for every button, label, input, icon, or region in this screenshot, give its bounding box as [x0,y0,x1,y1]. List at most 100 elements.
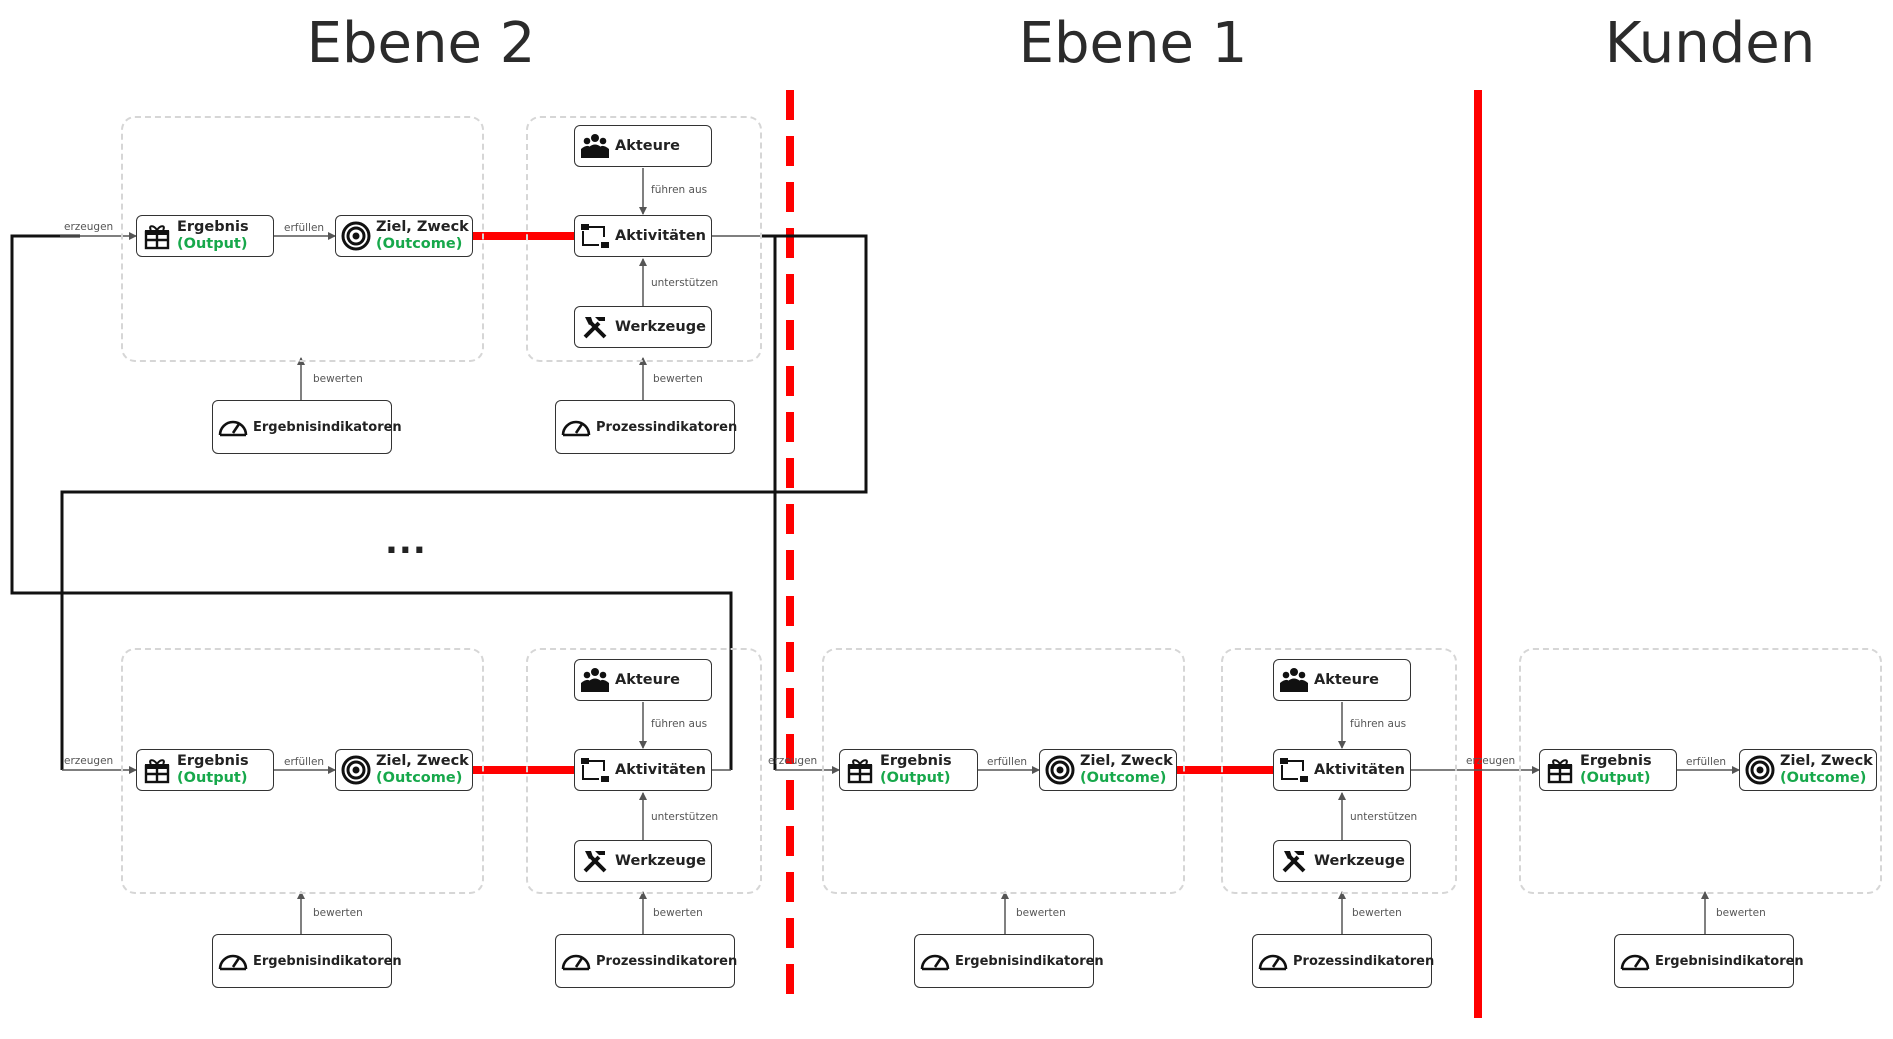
people-icon [1274,660,1314,700]
edge-label-unterstuetzen: unterstützen [651,811,719,823]
feedback-connectors [10,234,868,770]
edge-label-erzeugen: erzeugen [1466,755,1516,767]
gift-icon [840,750,880,790]
node-akteure-ebene1[interactable]: Akteure [1273,659,1411,701]
node-werkzeuge-ebene1[interactable]: Werkzeuge [1273,840,1411,882]
connector-loop-outer [10,234,733,770]
node-label: Prozessindikatoren [1293,953,1435,969]
node-label: Ziel, Zweck [376,219,469,235]
heading-ebene-1: Ebene 1 [1018,11,1248,76]
edge-label-unterstuetzen: unterstützen [651,277,719,289]
node-sublabel: (Outcome) [376,236,463,252]
tools-icon [1274,841,1314,881]
node-ergebnisindikatoren-bottom[interactable]: Ergebnisindikatoren [212,934,402,988]
flow-icon [575,750,615,790]
heading-kunden: Kunden [1604,11,1816,76]
node-label: Ziel, Zweck [1780,753,1873,769]
node-werkzeuge-bottom[interactable]: Werkzeuge [574,840,712,882]
node-werkzeuge-top[interactable]: Werkzeuge [574,306,712,348]
node-label: Aktivitäten [615,761,706,778]
node-label: Werkzeuge [615,852,706,869]
target-icon [336,216,376,256]
gauge-icon [213,407,253,447]
tools-icon [575,307,615,347]
people-icon [575,126,615,166]
edge-label-erzeugen: erzeugen [64,755,114,767]
gauge-icon [213,941,253,981]
node-prozessindikatoren-top[interactable]: Prozessindikatoren [555,400,738,454]
gray-arrows-bottom [62,702,1740,934]
edge-label-unterstuetzen: unterstützen [1350,811,1418,823]
node-label: Ergebnis [177,753,249,769]
node-label: Akteure [615,671,680,688]
node-label: Ergebnisindikatoren [253,419,402,435]
node-label: Prozessindikatoren [596,419,738,435]
node-akteure-bottom[interactable]: Akteure [574,659,712,701]
node-ziel-ebene1[interactable]: Ziel, Zweck(Outcome) [1039,749,1177,791]
node-label: Ziel, Zweck [1080,753,1173,769]
node-ergebnis-top[interactable]: Ergebnis(Output) [136,215,274,257]
node-sublabel: (Outcome) [1080,770,1167,786]
gray-arrows-top [60,168,762,400]
node-label: Prozessindikatoren [596,953,738,969]
group-box-activity-bottom [526,648,762,894]
node-ergebnis-ebene1[interactable]: Ergebnis(Output) [839,749,978,791]
node-ziel-kunden[interactable]: Ziel, Zweck(Outcome) [1739,749,1877,791]
heading-ebene-2: Ebene 2 [306,11,536,76]
node-aktivitaeten-bottom[interactable]: Aktivitäten [574,749,712,791]
node-prozessindikatoren-ebene1[interactable]: Prozessindikatoren [1252,934,1435,988]
edge-label-bewerten: bewerten [653,907,703,919]
node-ziel-bottom[interactable]: Ziel, Zweck(Outcome) [335,749,473,791]
node-sublabel: (Output) [1580,770,1651,786]
edge-label-fuehren-aus: führen aus [651,718,708,730]
node-label: Ergebnisindikatoren [955,953,1104,969]
edge-label-erfuellen: erfüllen [284,222,325,234]
group-box-output-top [121,116,484,362]
node-ergebnisindikatoren-top[interactable]: Ergebnisindikatoren [212,400,402,454]
node-ziel-top[interactable]: Ziel, Zweck(Outcome) [335,215,473,257]
node-label: Ergebnis [1580,753,1652,769]
node-label: Ergebnis [177,219,249,235]
gift-icon [137,750,177,790]
gauge-icon [556,941,596,981]
flow-icon [575,216,615,256]
connector-loop-inner [60,234,868,770]
node-ergebnisindikatoren-ebene1[interactable]: Ergebnisindikatoren [914,934,1104,988]
edge-label-bewerten: bewerten [1016,907,1066,919]
node-akteure-top[interactable]: Akteure [574,125,712,167]
edge-label-bewerten: bewerten [313,907,363,919]
edge-label-bewerten: bewerten [1716,907,1766,919]
node-label: Ergebnis [880,753,952,769]
gauge-icon [915,941,955,981]
node-ergebnisindikatoren-kunden[interactable]: Ergebnisindikatoren [1614,934,1804,988]
edge-label-bewerten: bewerten [653,373,703,385]
node-label: Aktivitäten [615,227,706,244]
target-icon [336,750,376,790]
node-sublabel: (Outcome) [1780,770,1867,786]
node-prozessindikatoren-bottom[interactable]: Prozessindikatoren [555,934,738,988]
gauge-icon [556,407,596,447]
edge-label-erzeugen: erzeugen [64,221,114,233]
node-label: Ergebnisindikatoren [1655,953,1804,969]
edge-label-erfuellen: erfüllen [987,756,1028,768]
flow-icon [1274,750,1314,790]
people-icon [575,660,615,700]
edge-label-fuehren-aus: führen aus [1350,718,1407,730]
gift-icon [1540,750,1580,790]
node-label: Werkzeuge [1314,852,1405,869]
node-sublabel: (Output) [177,770,248,786]
edge-label-bewerten: bewerten [1352,907,1402,919]
node-aktivitaeten-top[interactable]: Aktivitäten [574,215,712,257]
node-sublabel: (Output) [177,236,248,252]
group-box-output-kunden [1519,648,1882,894]
node-label: Akteure [615,137,680,154]
edge-label-fuehren-aus: führen aus [651,184,708,196]
node-label: Werkzeuge [615,318,706,335]
edge-label-bewerten: bewerten [313,373,363,385]
node-label: Akteure [1314,671,1379,688]
node-aktivitaeten-ebene1[interactable]: Aktivitäten [1273,749,1411,791]
node-ergebnis-kunden[interactable]: Ergebnis(Output) [1539,749,1677,791]
group-box-output-bottom [121,648,484,894]
gauge-icon [1253,941,1293,981]
node-ergebnis-bottom[interactable]: Ergebnis(Output) [136,749,274,791]
